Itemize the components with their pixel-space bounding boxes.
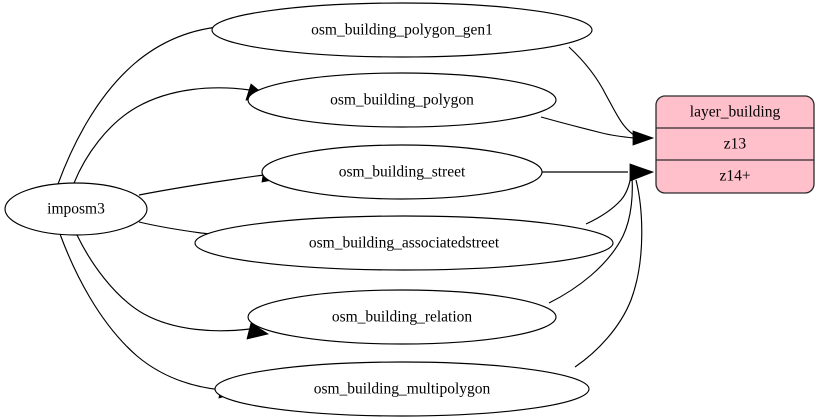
layer-building-z14plus-label: z14+ [719,168,750,185]
node-osm-building-street[interactable]: osm_building_street [261,144,543,200]
edge-associatedstreet-to-z14plus [585,174,632,225]
node-osm-building-associatedstreet-shape[interactable] [194,215,614,271]
edge-multipolygon-to-z14plus [574,179,643,368]
edge-imposm3-to-street [138,174,265,196]
node-osm-building-street-shape[interactable] [261,144,543,200]
node-osm-building-polygon-gen1-shape[interactable] [211,2,593,58]
node-imposm3[interactable]: imposm3 [4,182,148,236]
node-osm-building-multipolygon-label: osm_building_multipolygon [314,381,491,398]
node-imposm3-label: imposm3 [47,201,105,218]
node-osm-building-polygon[interactable]: osm_building_polygon [247,72,557,128]
node-osm-building-street-label: osm_building_street [339,164,466,181]
arrowhead-relation [246,322,270,340]
edge-group-tables-to-layer [540,46,655,368]
node-layer-building-shape[interactable] [655,95,815,194]
node-osm-building-polygon-gen1-label: osm_building_polygon_gen1 [311,22,493,39]
layer-building-title-label: layer_building [690,104,781,121]
arrowhead-layer-z14plus [629,163,655,182]
node-osm-building-relation-label: osm_building_relation [332,309,473,326]
node-osm-building-relation-shape[interactable] [247,289,557,345]
edge-polygon-gen1-to-z13 [568,46,635,136]
edge-imposm3-to-polygon-gen1 [57,25,229,185]
node-osm-building-associatedstreet[interactable]: osm_building_associatedstreet [194,215,614,271]
arrowhead-layer-z13 [632,130,655,146]
edge-relation-to-z14plus [548,177,633,304]
edge-imposm3-to-polygon [73,87,251,184]
layer-building-z13-label: z13 [724,136,747,153]
node-osm-building-associatedstreet-label: osm_building_associatedstreet [309,235,500,252]
node-osm-building-relation[interactable]: osm_building_relation [247,289,557,345]
node-layer-building[interactable]: layer_building z13 z14+ [655,95,815,194]
edge-imposm3-to-multipolygon [59,233,223,391]
node-osm-building-multipolygon[interactable]: osm_building_multipolygon [214,361,590,417]
node-osm-building-multipolygon-shape[interactable] [214,361,590,417]
node-osm-building-polygon-shape[interactable] [247,72,557,128]
node-imposm3-shape[interactable] [4,182,148,236]
edge-polygon-to-z13 [540,116,635,139]
node-osm-building-polygon-label: osm_building_polygon [330,92,474,109]
node-osm-building-polygon-gen1[interactable]: osm_building_polygon_gen1 [211,2,593,58]
edge-imposm3-to-relation [76,234,251,332]
